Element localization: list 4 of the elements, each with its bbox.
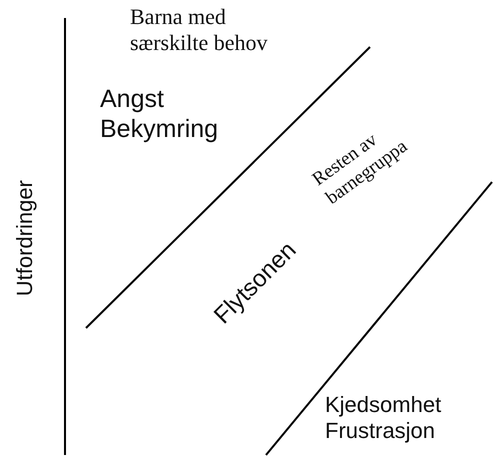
axis-label: Utfordringer: [12, 179, 38, 298]
zone-label: Kjedsomhet Frustrasjon: [325, 392, 442, 445]
group-label: Barna med særskilte behov: [130, 4, 268, 57]
zone-label: Angst Bekymring: [100, 84, 220, 144]
